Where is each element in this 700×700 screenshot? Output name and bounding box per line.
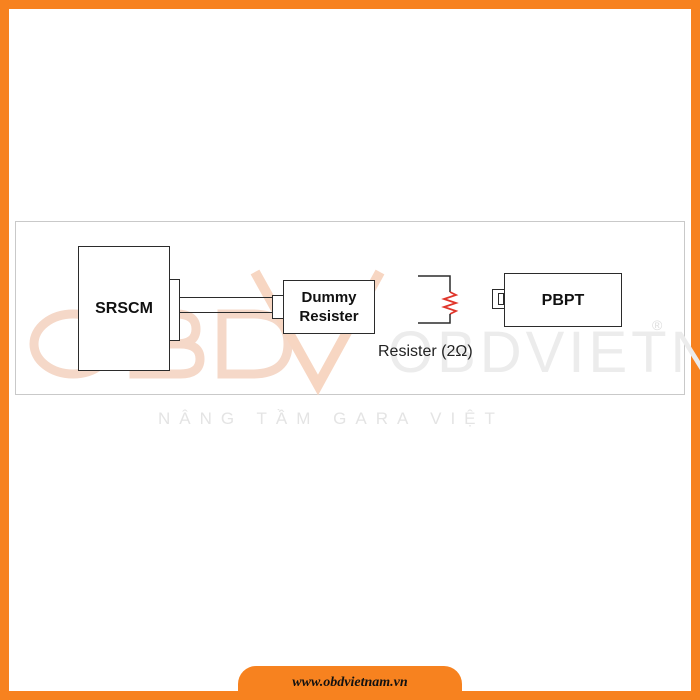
- resistor-lead-top: [418, 275, 451, 292]
- dummy-resister-label-line2: Resister: [299, 308, 359, 325]
- pbpt-connector-pin: [498, 293, 504, 305]
- website-url[interactable]: www.obdvietnam.vn: [292, 675, 408, 690]
- pbpt-label: PBPT: [541, 291, 585, 309]
- resistor-symbol: [418, 275, 459, 324]
- resistor-lead-bottom: [418, 314, 451, 324]
- dummy-resister-box: Dummy Resister: [283, 280, 375, 334]
- dummy-resister-label-line1: Dummy: [301, 289, 357, 306]
- srscm-box: SRSCM: [78, 246, 170, 371]
- resistor-caption: Resister (2Ω): [378, 343, 473, 360]
- pbpt-box: PBPT: [504, 273, 622, 327]
- footer-tab: www.obdvietnam.vn: [238, 666, 462, 700]
- srscm-connector: [170, 279, 180, 341]
- resistor-zigzag: [441, 291, 459, 315]
- harness-cable: [180, 297, 274, 313]
- srscm-label: SRSCM: [95, 300, 153, 317]
